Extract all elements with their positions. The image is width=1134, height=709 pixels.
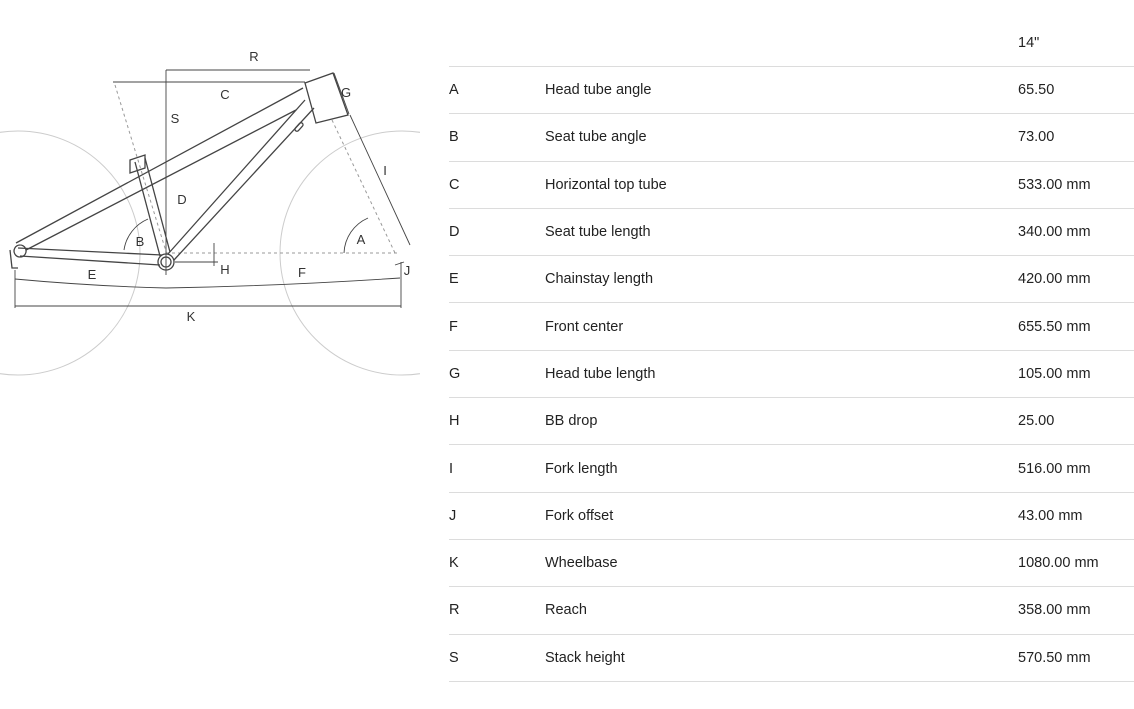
- label-H: H: [220, 262, 229, 277]
- row-key: A: [449, 66, 545, 115]
- down-tube-top: [167, 99, 306, 255]
- row-key: I: [449, 444, 545, 493]
- row-key: R: [449, 586, 545, 635]
- row-key: E: [449, 255, 545, 304]
- row-key: H: [449, 397, 545, 446]
- row-value: 73.00: [1018, 113, 1134, 162]
- label-D: D: [177, 192, 186, 207]
- row-key: J: [449, 492, 545, 540]
- seat-tube-rear: [134, 161, 161, 257]
- row-value: 533.00 mm: [1018, 161, 1134, 209]
- top-tube: [15, 87, 304, 244]
- row-key: S: [449, 634, 545, 682]
- label-K: K: [187, 309, 196, 324]
- row-value: 1080.00 mm: [1018, 539, 1134, 588]
- row-value: 420.00 mm: [1018, 255, 1134, 304]
- row-name: Fork length: [545, 444, 1018, 493]
- row-value: 516.00 mm: [1018, 444, 1134, 493]
- row-value: 570.50 mm: [1018, 634, 1134, 682]
- chainstay: [19, 255, 161, 266]
- down-tube-bottom: [173, 107, 315, 261]
- row-value: 65.50: [1018, 66, 1134, 115]
- size-header: 14": [1018, 20, 1134, 67]
- row-key: D: [449, 208, 545, 257]
- row-name: Seat tube length: [545, 208, 1018, 257]
- row-name: Reach: [545, 586, 1018, 635]
- row-value: 340.00 mm: [1018, 208, 1134, 257]
- label-I: I: [383, 163, 387, 178]
- head-tube: [304, 72, 349, 124]
- label-A: A: [357, 232, 366, 247]
- dimension-lines: [14, 69, 411, 308]
- label-F: F: [298, 265, 306, 280]
- row-key: K: [449, 539, 545, 588]
- row-name: Chainstay length: [545, 255, 1018, 304]
- cable-port: [294, 122, 304, 132]
- row-value: 358.00 mm: [1018, 586, 1134, 635]
- row-name: Stack height: [545, 634, 1018, 682]
- row-value: 105.00 mm: [1018, 350, 1134, 399]
- label-S: S: [171, 111, 180, 126]
- rear-wheel: [0, 130, 141, 376]
- row-key: G: [449, 350, 545, 399]
- seat-collar: [129, 154, 146, 174]
- table-header-row: 14": [449, 20, 1134, 67]
- label-B: B: [136, 234, 145, 249]
- label-J: J: [404, 263, 411, 278]
- row-key: B: [449, 113, 545, 162]
- row-name: Seat tube angle: [545, 113, 1018, 162]
- row-name: Horizontal top tube: [545, 161, 1018, 209]
- row-key: C: [449, 161, 545, 209]
- row-key: F: [449, 302, 545, 351]
- row-name: Head tube angle: [545, 66, 1018, 115]
- row-name: Front center: [545, 302, 1018, 351]
- frame: [9, 72, 349, 271]
- row-name: Head tube length: [545, 350, 1018, 399]
- row-value: 655.50 mm: [1018, 302, 1134, 351]
- dropout: [9, 244, 27, 269]
- row-name: BB drop: [545, 397, 1018, 446]
- frame-geometry-diagram: R C S G I D B A H J E F K: [0, 49, 420, 376]
- row-value: 43.00 mm: [1018, 492, 1134, 540]
- label-C: C: [220, 87, 229, 102]
- row-name: Wheelbase: [545, 539, 1018, 588]
- label-R: R: [249, 49, 258, 64]
- row-value: 25.00: [1018, 397, 1134, 446]
- label-G: G: [341, 85, 351, 100]
- top-tube-inner: [25, 109, 297, 251]
- seat-stay: [17, 247, 163, 256]
- guide-lines: [114, 84, 400, 259]
- label-E: E: [88, 267, 97, 282]
- row-name: Fork offset: [545, 492, 1018, 540]
